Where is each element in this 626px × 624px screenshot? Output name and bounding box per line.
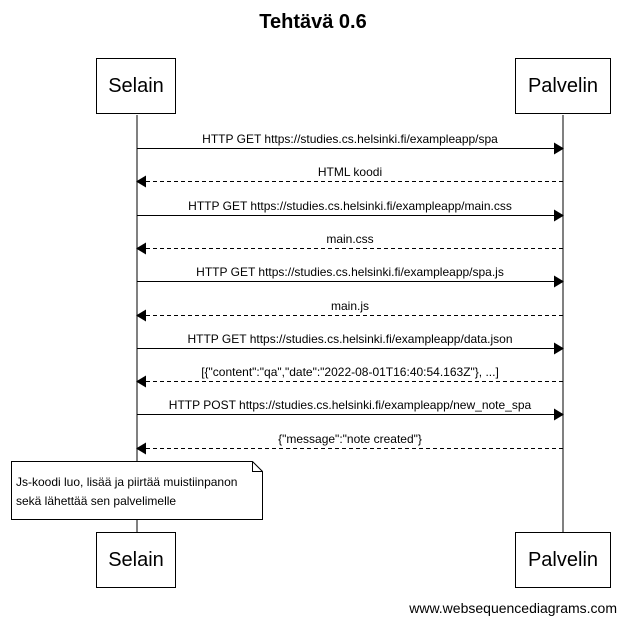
- participant-server-label: Palvelin: [527, 548, 599, 571]
- message-label: [{"content":"qa","date":"2022-08-01T16:4…: [199, 365, 501, 379]
- message-label: HTTP GET https://studies.cs.helsinki.fi/…: [185, 332, 515, 346]
- message-label: main.js: [328, 299, 372, 313]
- participant-browser-top: Selain: [96, 58, 176, 114]
- note-line-2: sekä lähettää sen palvelimelle: [16, 494, 177, 508]
- participant-server-top: Palvelin: [515, 58, 611, 114]
- watermark: www.websequencediagrams.com: [409, 600, 617, 616]
- note-line-1: Js-koodi luo, lisää ja piirtää muistiinp…: [16, 475, 238, 489]
- message-label: HTTP GET https://studies.cs.helsinki.fi/…: [194, 265, 506, 279]
- note: Js-koodi luo, lisää ja piirtää muistiinp…: [11, 461, 263, 519]
- diagram-title: Tehtävä 0.6: [259, 11, 367, 33]
- message-label: HTTP GET https://studies.cs.helsinki.fi/…: [200, 132, 500, 146]
- participant-browser-label: Selain: [108, 74, 164, 97]
- message-label: HTML koodi: [315, 165, 385, 179]
- message-label: HTTP GET https://studies.cs.helsinki.fi/…: [186, 199, 514, 213]
- participant-browser-bottom: Selain: [96, 532, 176, 588]
- participant-server-bottom: Palvelin: [515, 532, 611, 588]
- message-label: {"message":"note created"}: [276, 432, 424, 446]
- message-label: main.css: [324, 232, 376, 246]
- participant-server-label: Palvelin: [527, 74, 599, 97]
- note-shape: [11, 461, 263, 520]
- message-label: HTTP POST https://studies.cs.helsinki.fi…: [166, 398, 534, 412]
- participant-browser-label: Selain: [108, 548, 164, 571]
